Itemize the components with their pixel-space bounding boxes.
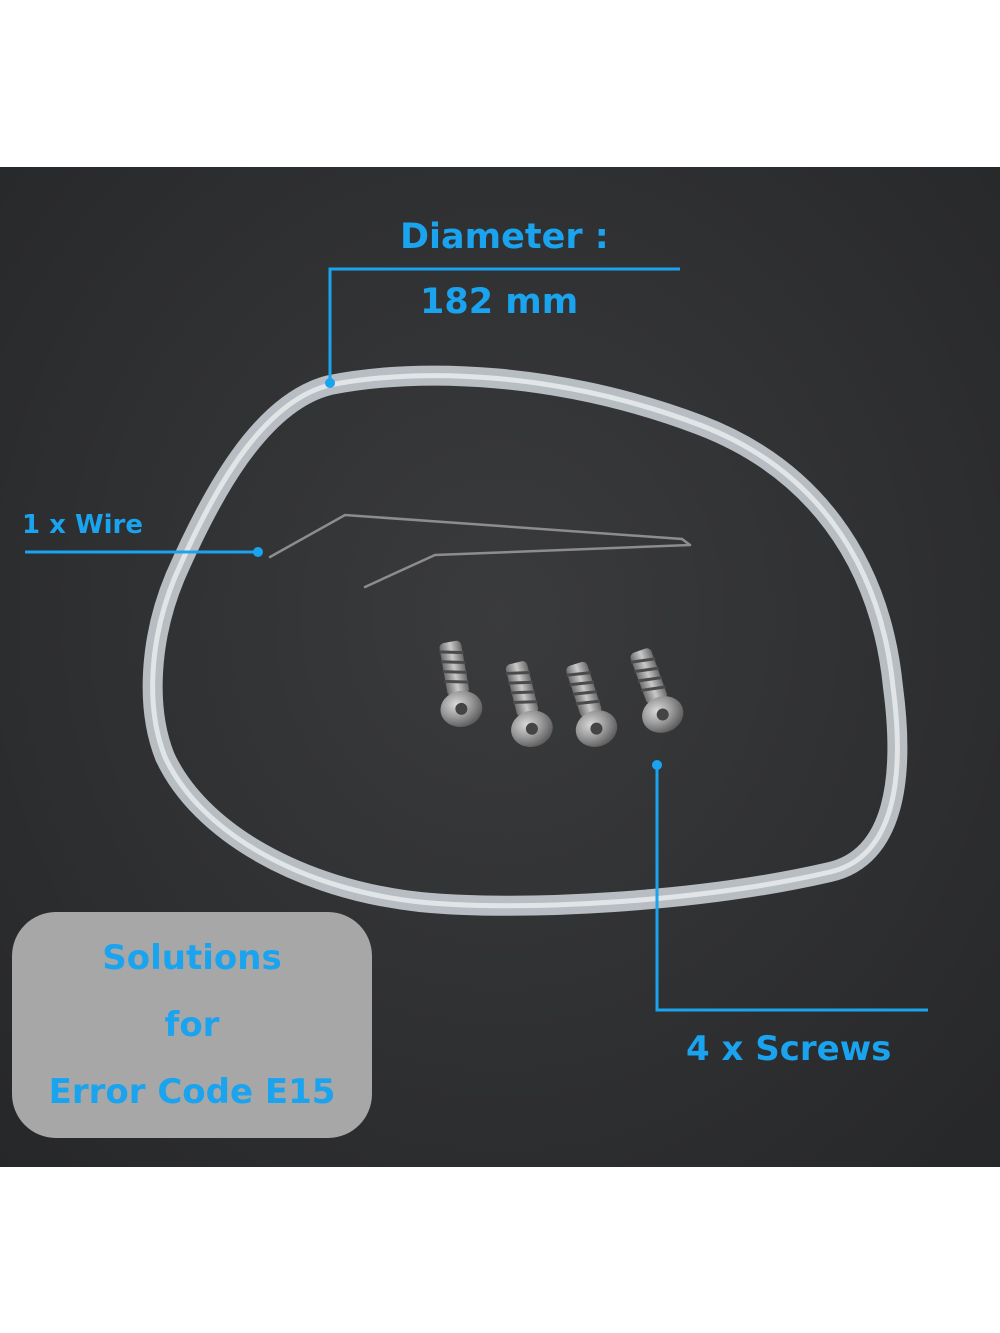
diameter-label: Diameter : (400, 217, 609, 257)
screw-1 (439, 640, 483, 727)
screw-2 (505, 661, 553, 747)
product-photo: Diameter : 182 mm 1 x Wire 4 x Screws So… (0, 167, 1000, 1167)
wire (268, 513, 692, 589)
diameter-callout-line (325, 267, 680, 388)
photo-scene (25, 267, 928, 1012)
screws (439, 640, 684, 747)
screws-callout-line (652, 760, 928, 1012)
screw-4 (630, 648, 684, 733)
diameter-value: 182 mm (420, 282, 579, 322)
screw-3 (566, 661, 618, 747)
badge-line-error-code: Error Code E15 (48, 1071, 336, 1112)
wire-callout-line (25, 547, 263, 557)
badge-line-for: for (164, 1004, 220, 1045)
error-code-badge: Solutions for Error Code E15 (12, 912, 372, 1138)
badge-line-solutions: Solutions (102, 937, 282, 978)
wire-label: 1 x Wire (22, 510, 144, 540)
gasket-ring (142, 365, 908, 916)
screws-label: 4 x Screws (686, 1029, 892, 1069)
